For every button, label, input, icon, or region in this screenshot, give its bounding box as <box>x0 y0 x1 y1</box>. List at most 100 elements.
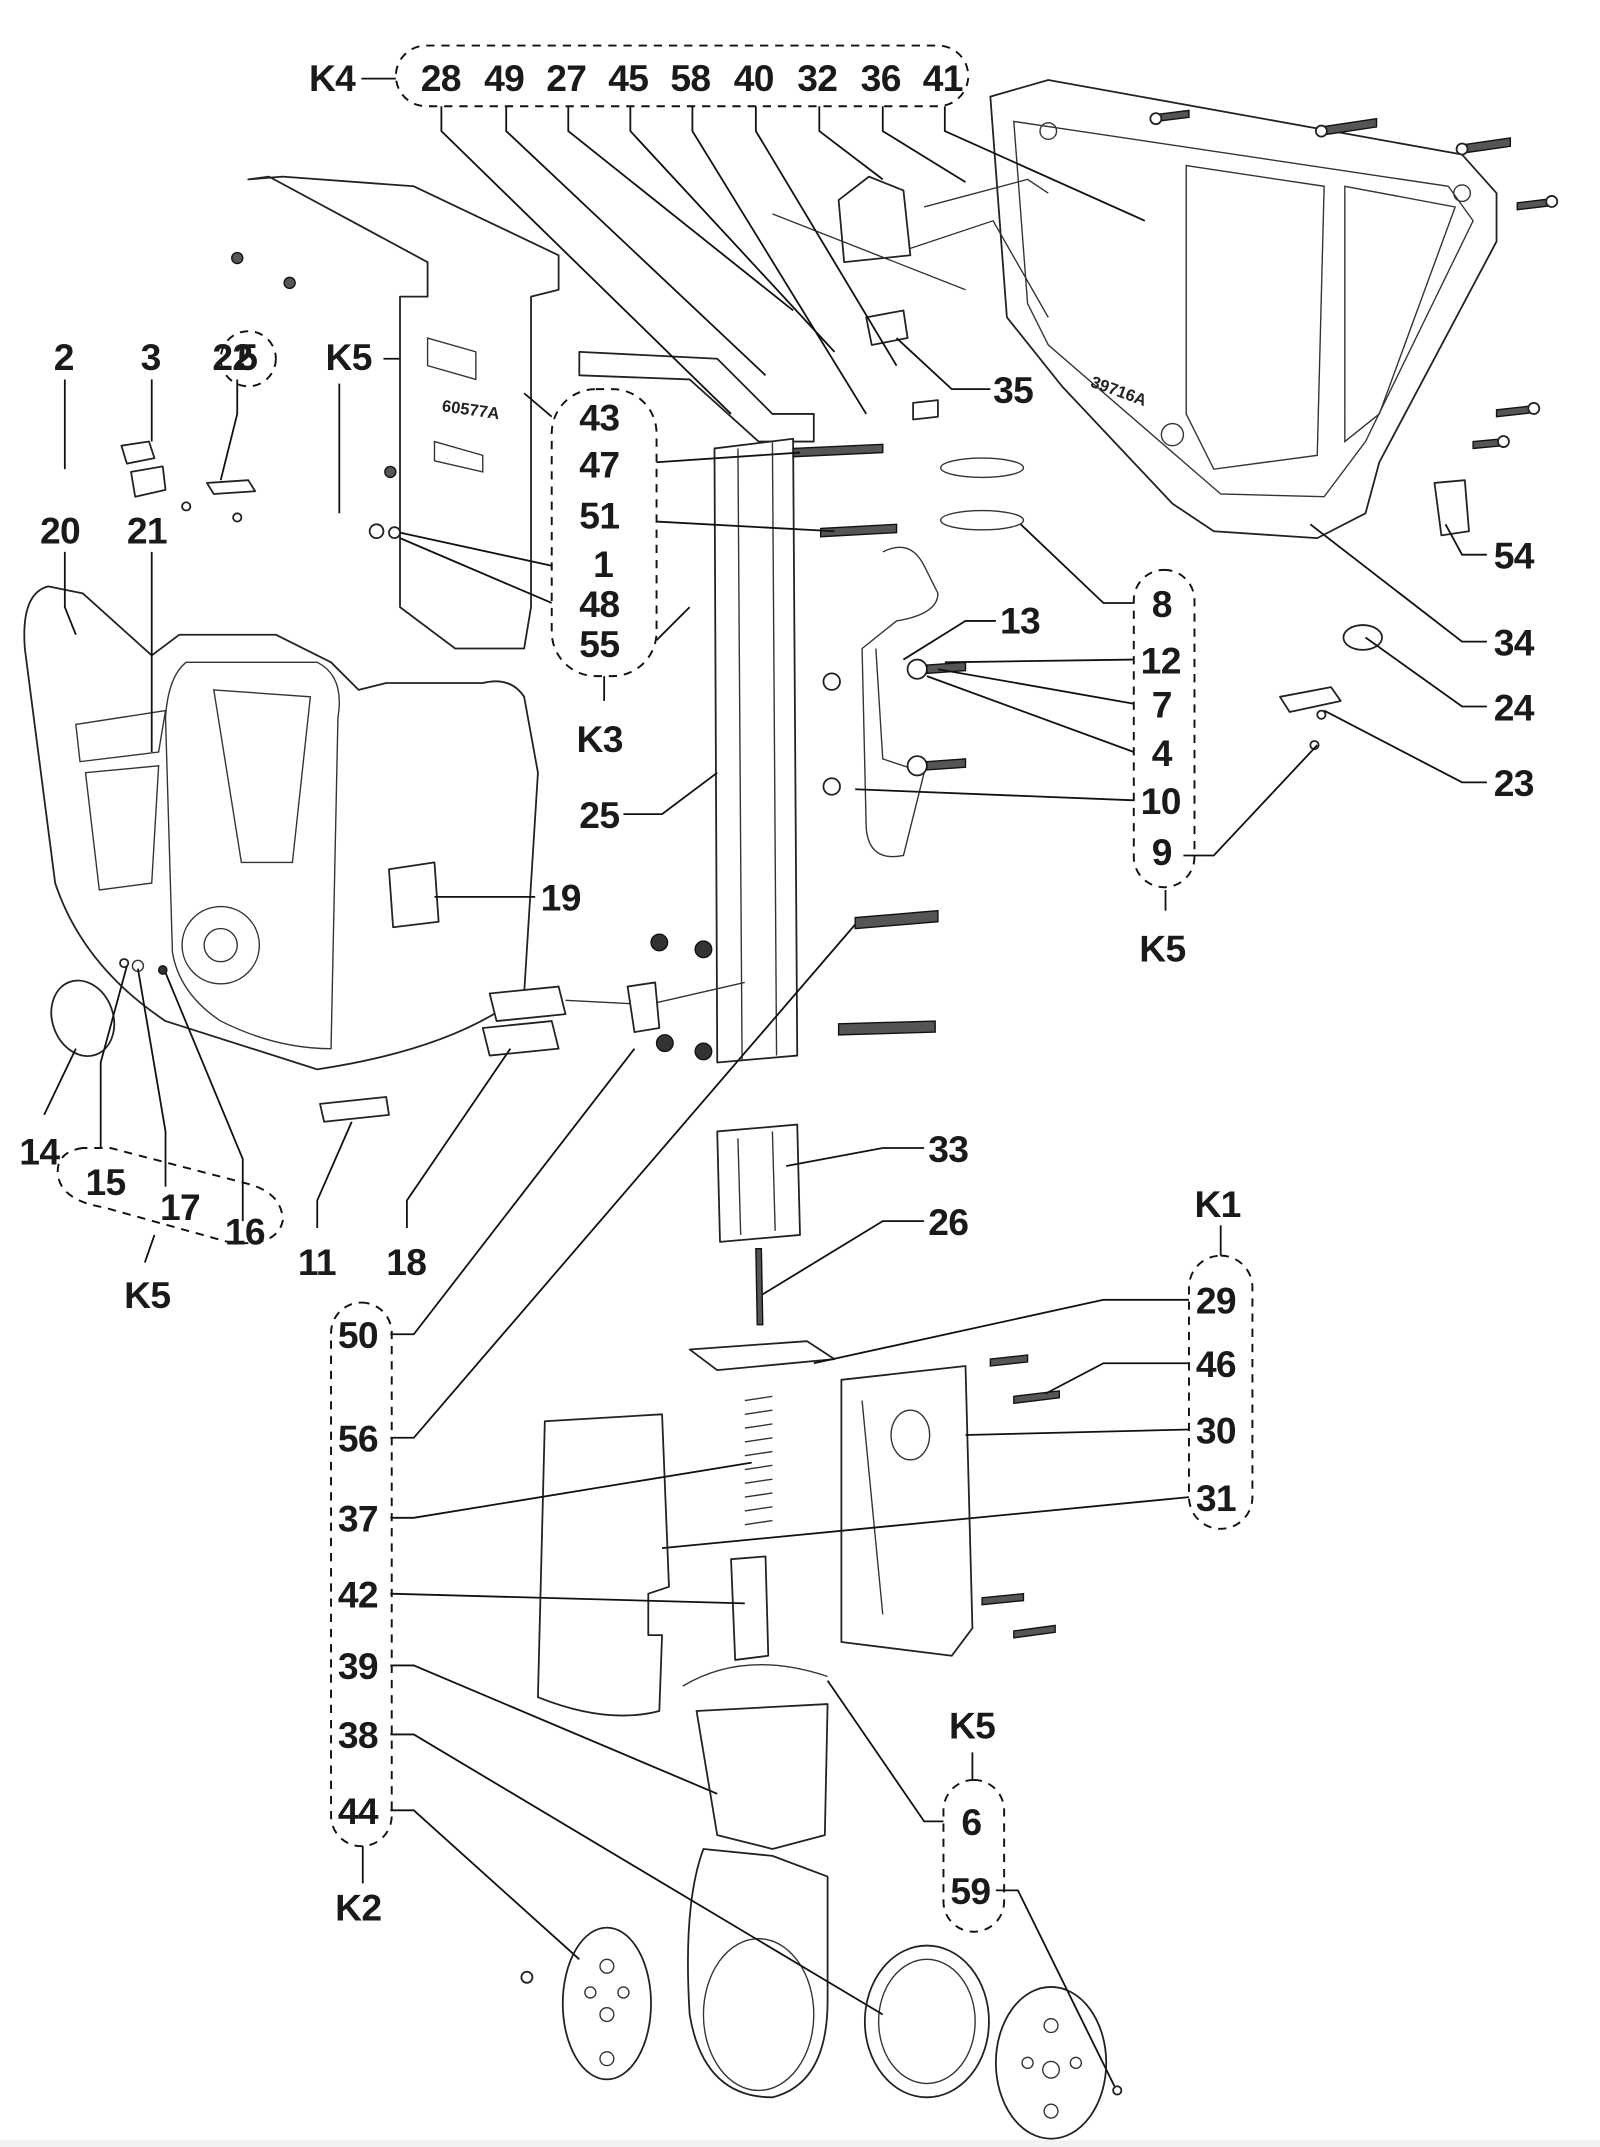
label-45: 45 <box>608 57 648 99</box>
label-32: 32 <box>797 57 837 99</box>
label-48: 48 <box>579 583 619 625</box>
label-k5-b: K5 <box>1139 928 1185 970</box>
screws-k1 <box>981 1354 1060 1639</box>
label-k5-c: K5 <box>124 1274 170 1316</box>
part-8-ring-upper <box>940 457 1025 479</box>
label-12: 12 <box>1141 639 1181 681</box>
part-8-ring-lower <box>940 509 1025 531</box>
label-k1: K1 <box>1194 1183 1240 1225</box>
label-24: 24 <box>1494 686 1535 728</box>
label-11: 11 <box>298 1241 336 1283</box>
label-14: 14 <box>19 1131 60 1173</box>
part-14-knob <box>50 979 116 1057</box>
label-k2: K2 <box>335 1887 381 1929</box>
label-15: 15 <box>86 1161 126 1203</box>
part-38-gear <box>863 1944 990 2099</box>
part-33-guide <box>716 1123 801 1243</box>
label-9: 9 <box>1152 831 1172 873</box>
label-49: 49 <box>484 57 524 99</box>
part-37-spring <box>744 1395 773 1526</box>
right-housing-frame <box>989 79 1498 540</box>
label-26: 26 <box>928 1201 968 1243</box>
label-40: 40 <box>734 57 774 99</box>
label-21: 21 <box>127 510 167 552</box>
part-22-plate <box>206 479 257 495</box>
label-10: 10 <box>1141 780 1181 822</box>
label-18: 18 <box>386 1241 426 1283</box>
metal-bracket <box>247 175 560 650</box>
part-26-screw <box>755 1248 764 1326</box>
part-29-plate <box>688 1340 836 1372</box>
label-59: 59 <box>950 1870 990 1912</box>
part-54-clip <box>1433 479 1470 537</box>
kit-k5-outline-b <box>1132 568 1196 889</box>
label-43: 43 <box>579 396 619 438</box>
label-35: 35 <box>993 369 1033 411</box>
long-bolts <box>837 909 939 1036</box>
part-25-column <box>713 437 799 1064</box>
part-39-lever-arm <box>687 1703 829 2099</box>
label-50: 50 <box>338 1314 378 1356</box>
label-13: 13 <box>1000 599 1040 641</box>
part-6-ring <box>682 1664 828 1687</box>
label-30: 30 <box>1196 1409 1236 1451</box>
label-k3: K3 <box>577 718 623 760</box>
label-37: 37 <box>338 1498 378 1540</box>
part-28-lever <box>578 350 815 443</box>
label-46: 46 <box>1196 1343 1236 1385</box>
part-44-disc <box>561 1926 652 2081</box>
kit-k5-outline-c <box>56 1147 284 1245</box>
bolts-k5 <box>822 658 967 796</box>
label-27: 27 <box>546 57 586 99</box>
kit-k1-outline <box>1188 1254 1254 1530</box>
label-8: 8 <box>1152 583 1172 625</box>
part-30-housing <box>840 1365 974 1657</box>
label-k4: K4 <box>309 57 356 99</box>
label-36: 36 <box>861 57 901 99</box>
part-19-thermostat <box>388 861 440 929</box>
part-23-grille <box>1279 686 1342 713</box>
label-k5-d: K5 <box>949 1705 995 1747</box>
label-6: 6 <box>961 1801 981 1843</box>
label-1: 1 <box>593 543 613 585</box>
kit-k3-outline <box>550 388 658 678</box>
kit-k5-outline-d <box>942 1779 1006 1933</box>
label-33: 33 <box>928 1128 968 1170</box>
label-17: 17 <box>160 1186 200 1228</box>
part-42-insert <box>730 1555 770 1661</box>
label-23: 23 <box>1494 762 1534 804</box>
label-4: 4 <box>1152 732 1173 774</box>
label-47: 47 <box>579 443 619 485</box>
label-39: 39 <box>338 1645 378 1687</box>
part-20-control-panel <box>23 585 539 1071</box>
label-38: 38 <box>338 1714 378 1756</box>
label-2: 2 <box>54 336 74 378</box>
part-31-cover <box>537 1413 670 1717</box>
label-58: 58 <box>670 57 710 99</box>
part-18-connectors <box>481 981 745 1057</box>
kit-outlines <box>56 44 1254 1933</box>
part-35-microswitch <box>865 309 909 346</box>
label-56: 56 <box>338 1418 378 1460</box>
switch-block <box>772 175 1049 318</box>
label-55: 55 <box>579 623 619 665</box>
label-25: 25 <box>579 794 619 836</box>
label-7: 7 <box>1152 684 1172 726</box>
part-24-cap <box>1342 624 1383 651</box>
label-34: 34 <box>1494 621 1535 663</box>
part-13-wire-loop <box>861 546 939 858</box>
label-51: 51 <box>579 494 619 536</box>
bottom-edge-strip <box>0 2140 1600 2147</box>
label-3: 3 <box>141 336 161 378</box>
part-59-pin <box>1112 2085 1123 2096</box>
label-44: 44 <box>338 1790 379 1832</box>
screws-top-right <box>1149 109 1559 450</box>
label-22: 22 <box>212 336 252 378</box>
label-41: 41 <box>923 57 963 99</box>
label-54: 54 <box>1494 534 1535 576</box>
label-42: 42 <box>338 1573 378 1615</box>
leader-lines <box>43 77 1487 2087</box>
label-29: 29 <box>1196 1280 1236 1322</box>
label-28: 28 <box>421 57 461 99</box>
